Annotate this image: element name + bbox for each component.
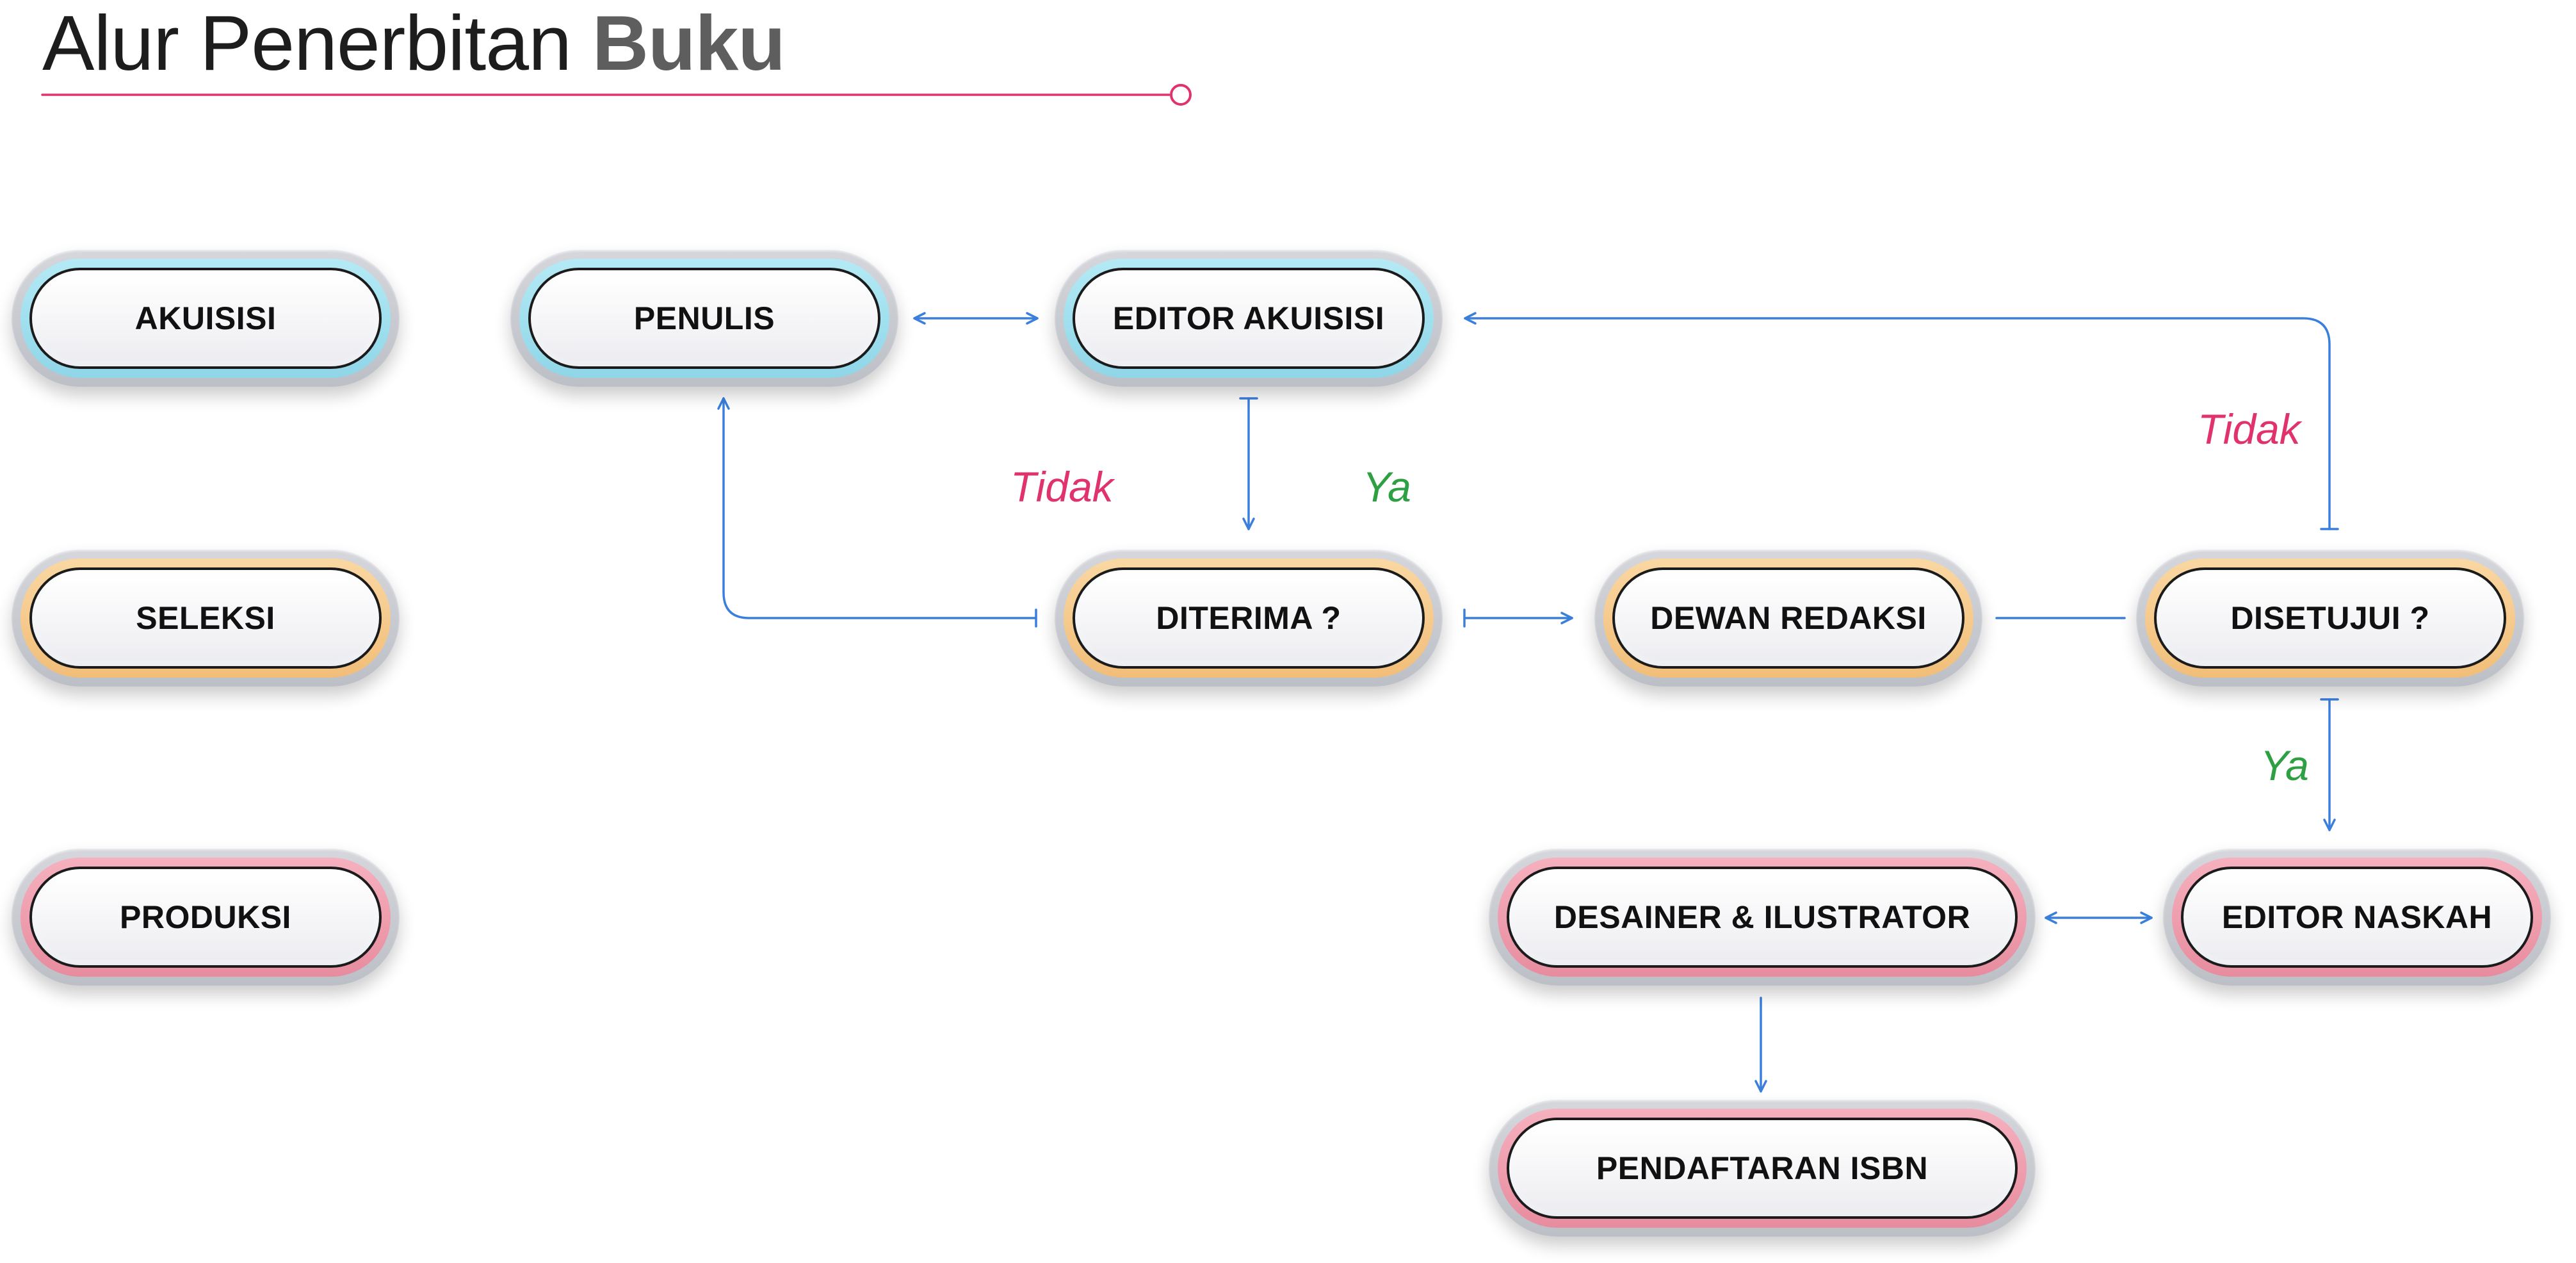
arrow-disetujui-editor <box>1464 312 2339 530</box>
title-main: Alur Penerbitan <box>42 0 572 86</box>
label-tidak-diterima: Tidak <box>1010 463 1114 510</box>
node-diterima: DITERIMA ? <box>1055 550 1443 687</box>
node-dewan-redaksi: DEWAN REDAKSI <box>1594 550 1982 687</box>
node-penulis-label: PENULIS <box>633 300 775 336</box>
stage-akuisisi-label: AKUISISI <box>134 300 277 336</box>
node-desainer-ilustrator: DESAINER & ILUSTRATOR <box>1489 849 2036 986</box>
stage-seleksi: SELEKSI <box>12 550 400 687</box>
label-tidak-disetujui: Tidak <box>2198 405 2301 453</box>
arrow-diterima-penulis <box>717 397 1037 628</box>
node-isbn-label: PENDAFTARAN ISBN <box>1596 1150 1929 1186</box>
stage-seleksi-label: SELEKSI <box>136 600 275 636</box>
page-title: Alur Penerbitan Buku <box>42 0 786 86</box>
node-pendaftaran-isbn: PENDAFTARAN ISBN <box>1489 1100 2036 1237</box>
label-ya-diterima: Ya <box>1363 463 1411 510</box>
title-bold: Buku <box>592 0 786 86</box>
node-disetujui-label: DISETUJUI ? <box>2230 600 2430 636</box>
node-editor-akuisisi: EDITOR AKUISISI <box>1055 250 1443 387</box>
node-penulis: PENULIS <box>510 250 898 387</box>
stage-produksi-label: PRODUKSI <box>120 899 291 935</box>
node-desainer-label: DESAINER & ILUSTRATOR <box>1553 899 1971 935</box>
node-editor-naskah: EDITOR NASKAH <box>2163 849 2551 986</box>
node-editor-akuisisi-label: EDITOR AKUISISI <box>1112 300 1385 336</box>
node-dewan-redaksi-label: DEWAN REDAKSI <box>1650 600 1927 636</box>
node-editor-naskah-label: EDITOR NASKAH <box>2221 899 2493 935</box>
title-underline-dot <box>1170 84 1192 106</box>
stage-produksi: PRODUKSI <box>12 849 400 986</box>
stage-akuisisi: AKUISISI <box>12 250 400 387</box>
node-disetujui: DISETUJUI ? <box>2136 550 2524 687</box>
node-diterima-label: DITERIMA ? <box>1156 600 1341 636</box>
label-ya-disetujui: Ya <box>2260 742 2309 789</box>
